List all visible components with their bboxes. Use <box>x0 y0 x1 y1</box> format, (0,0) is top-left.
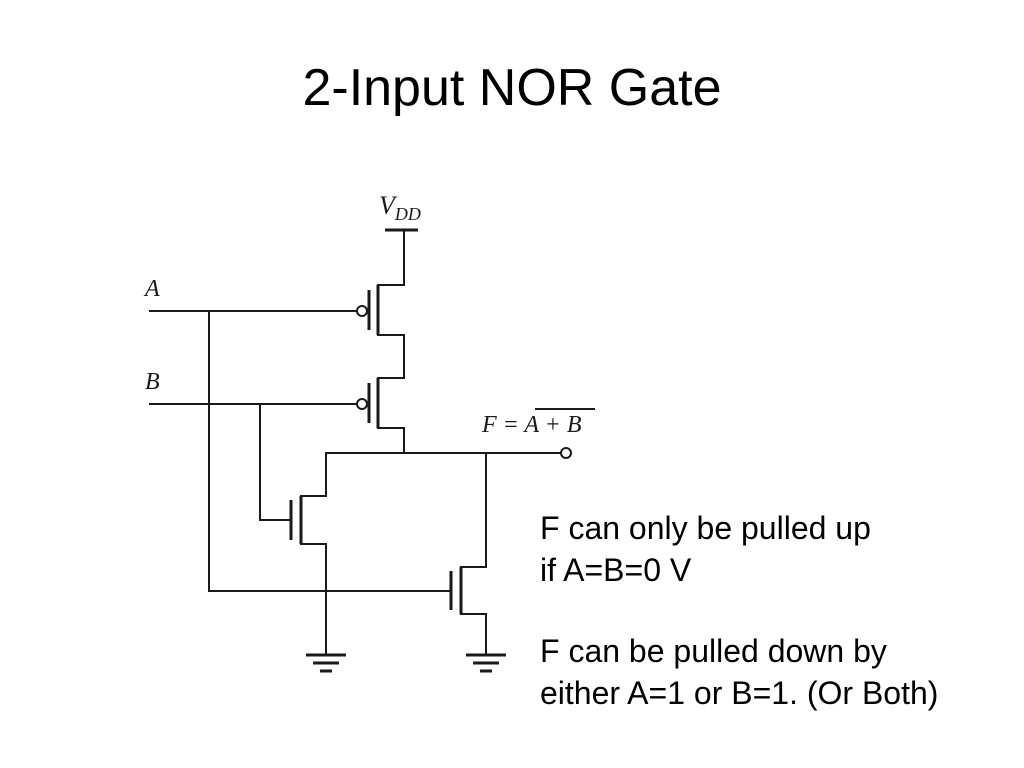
explanation-notes: F can only be pulled up if A=B=0 V F can… <box>540 508 938 714</box>
input-b-label: B <box>145 369 160 395</box>
note-pulldown-line2: either A=1 or B=1. (Or Both) <box>540 674 939 711</box>
note-spacer <box>540 591 938 631</box>
slide-title: 2-Input NOR Gate <box>302 59 722 117</box>
pmos-transistor-a <box>356 284 405 336</box>
pmos-b-bubble <box>356 398 368 410</box>
pmos-a-bubble <box>356 305 368 317</box>
note-pulldown-line1: F can be pulled down by <box>540 633 887 670</box>
note-pullup-line2: if A=B=0 V <box>540 551 692 588</box>
output-label: F = A + B <box>481 412 582 438</box>
note-pullup-line1: F can only be pulled up <box>540 510 871 546</box>
nmos-transistor-b <box>289 495 327 545</box>
pmos-transistor-b <box>356 377 405 429</box>
output-terminal <box>560 447 572 459</box>
vdd-label: VDD <box>379 191 421 224</box>
ground-left <box>306 653 346 673</box>
nmos-transistor-a <box>449 566 487 615</box>
input-a-label: A <box>143 276 160 302</box>
input-b-branch <box>259 403 291 521</box>
ground-right <box>466 653 506 673</box>
input-a-branch <box>208 310 451 592</box>
